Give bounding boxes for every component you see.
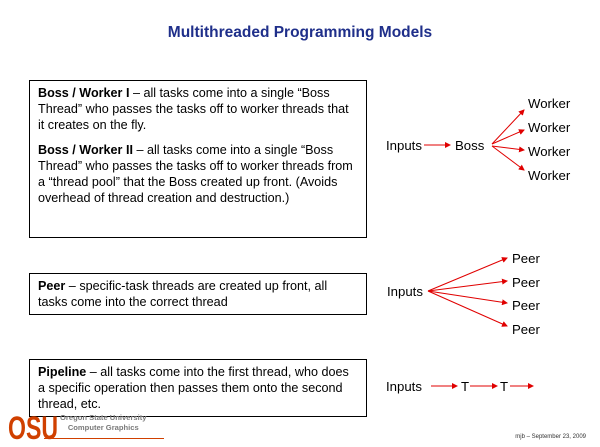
inputs-to-peer-2-arrow (427, 278, 508, 292)
peer-text: – specific-task threads are created up f… (38, 279, 328, 309)
boss-to-worker-1-arrow (491, 109, 525, 145)
logo-caption: Oregon State University Computer Graphic… (60, 413, 147, 433)
peer-inputs-label: Inputs (387, 284, 423, 299)
boss-label: Boss (455, 138, 485, 153)
pipeline-box: Pipeline – all tasks come into the first… (29, 359, 367, 417)
peer-heading: Peer (38, 279, 66, 293)
pipeline-stage-2-label: T (500, 379, 509, 394)
peer-paragraph: Peer – specific-task threads are created… (38, 278, 358, 310)
boss-worker-2-text: – all tasks come into a single “Boss Thr… (38, 143, 353, 205)
pipeline-heading: Pipeline (38, 365, 87, 379)
peer-label-1: Peer (512, 251, 540, 266)
logo-line-2: Computer Graphics (67, 423, 139, 432)
boss-worker-box: Boss / Worker I – all tasks come into a … (29, 80, 367, 238)
inputs-to-peer-1-arrow (427, 257, 508, 292)
worker-label-4: Worker (528, 168, 571, 183)
worker-label-1: Worker (528, 96, 571, 111)
pipeline-stage-1-label: T (461, 379, 470, 394)
peer-box: Peer – specific-task threads are created… (29, 273, 367, 315)
worker-label-3: Worker (528, 144, 571, 159)
footer-credit: mjb – September 23, 2009 (515, 434, 586, 440)
peer-label-3: Peer (512, 298, 540, 313)
peer-label-4: Peer (512, 322, 540, 337)
boss-worker-1-text: – all tasks come into a single “Boss Thr… (38, 86, 349, 132)
logo-line-1: Oregon State University (60, 413, 147, 422)
osu-logo: OSU (8, 410, 58, 442)
logo-underline (44, 438, 164, 439)
pipeline-inputs-label: Inputs (386, 379, 422, 394)
osu-logo-mark: OSU (8, 410, 58, 442)
pipeline-paragraph: Pipeline – all tasks come into the first… (38, 364, 358, 412)
inputs-to-peer-3-arrow (427, 290, 508, 306)
boss-worker-2-paragraph: Boss / Worker II – all tasks come into a… (38, 142, 358, 206)
inputs-to-peer-4-arrow (427, 290, 508, 327)
peer-label-2: Peer (512, 275, 540, 290)
boss-worker-1-paragraph: Boss / Worker I – all tasks come into a … (38, 85, 358, 133)
boss-to-worker-2-arrow (491, 129, 525, 145)
worker-label-2: Worker (528, 120, 571, 135)
boss-to-worker-3-arrow (491, 145, 525, 153)
boss-to-worker-4-arrow (491, 145, 525, 171)
boss-worker-1-heading: Boss / Worker I (38, 86, 130, 100)
slide-title: Multithreaded Programming Models (167, 24, 433, 41)
boss-worker-2-heading: Boss / Worker II (38, 143, 133, 157)
pipeline-text: – all tasks come into the first thread, … (38, 365, 349, 411)
boss-inputs-label: Inputs (386, 138, 422, 153)
